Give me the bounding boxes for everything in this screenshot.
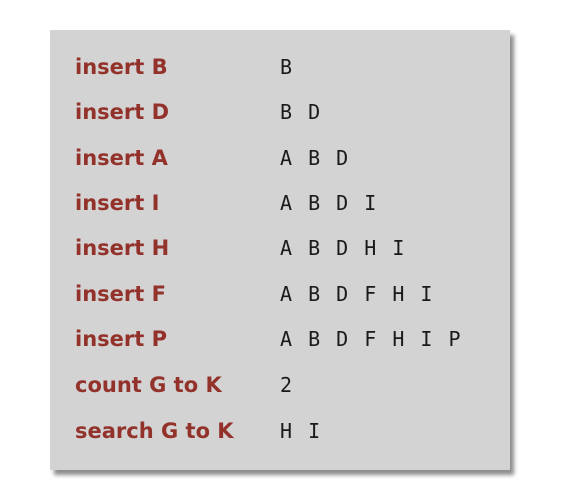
operation-row: insert H A B D H I	[75, 233, 406, 263]
operation-label: insert A	[75, 146, 168, 170]
operation-result: B	[280, 55, 295, 79]
operation-label: count G to K	[75, 373, 222, 397]
operation-row: insert P A B D F H I P	[75, 324, 463, 354]
operation-row: insert B B	[75, 52, 294, 82]
operation-result: H I	[280, 419, 323, 443]
operation-label: insert H	[75, 236, 170, 260]
operation-result: A B D I	[280, 191, 379, 215]
operation-label: insert D	[75, 100, 170, 124]
operations-panel: insert B B insert D B D insert A A B D i…	[50, 30, 510, 470]
operation-row: insert A A B D	[75, 143, 350, 173]
operation-row: insert D B D	[75, 97, 322, 127]
operation-label: insert F	[75, 282, 166, 306]
operation-row: search G to K H I	[75, 416, 322, 446]
operation-row: insert I A B D I	[75, 188, 378, 218]
operation-result: A B D	[280, 146, 351, 170]
operation-label: insert I	[75, 191, 160, 215]
operation-result: A B D F H I	[280, 282, 435, 306]
operation-row: insert F A B D F H I	[75, 279, 434, 309]
operation-label: search G to K	[75, 419, 234, 443]
operation-row: count G to K 2	[75, 370, 294, 400]
operation-result: A B D H I	[280, 236, 407, 260]
operation-label: insert P	[75, 327, 167, 351]
operation-result: 2	[280, 373, 295, 397]
operation-label: insert B	[75, 55, 168, 79]
operation-result: B D	[280, 100, 323, 124]
operation-result: A B D F H I P	[280, 327, 463, 351]
